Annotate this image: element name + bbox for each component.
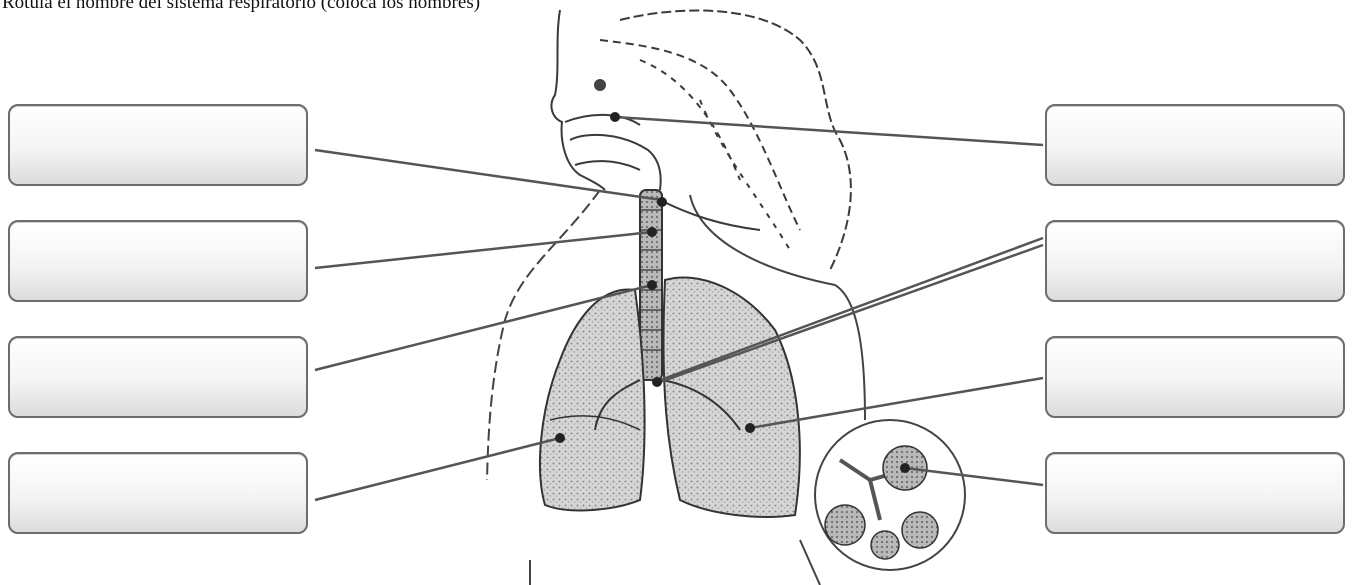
right-lung <box>540 290 645 511</box>
label-box-left-2[interactable] <box>8 220 308 302</box>
alveoli-magnifier <box>815 420 965 570</box>
left-lung <box>663 277 799 516</box>
label-box-left-4[interactable] <box>8 452 308 534</box>
lung-illustration <box>540 277 800 516</box>
label-box-right-2[interactable] <box>1045 220 1345 302</box>
label-box-right-4[interactable] <box>1045 452 1345 534</box>
label-box-left-1[interactable] <box>8 104 308 186</box>
label-box-right-3[interactable] <box>1045 336 1345 418</box>
head-profile-illustration <box>551 10 850 270</box>
label-box-left-3[interactable] <box>8 336 308 418</box>
label-box-right-1[interactable] <box>1045 104 1345 186</box>
